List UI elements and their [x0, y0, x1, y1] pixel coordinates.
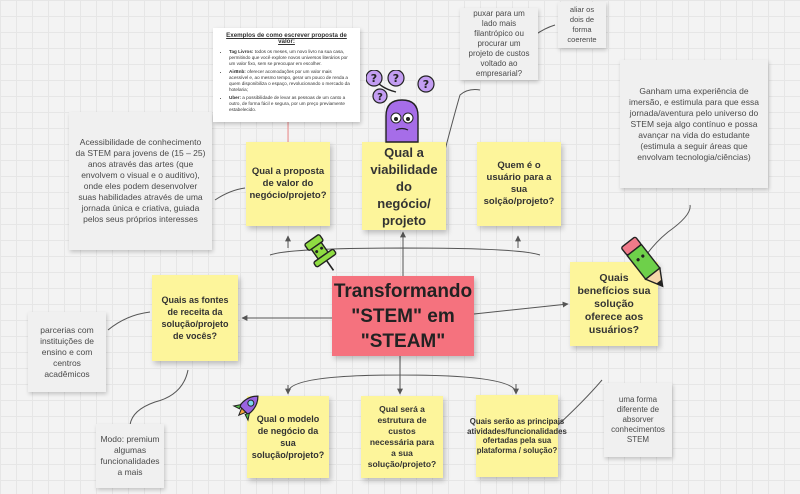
connector-viability-philanthropic: [444, 89, 481, 151]
cost-structure-note[interactable]: Qual será a estrutura de custos necessár…: [361, 396, 443, 478]
value-proposition-text: Qual a proposta de valor do negócio/proj…: [249, 166, 327, 201]
accessibility-text: Acessibilidade de conhecimento da STEM p…: [75, 137, 206, 224]
svg-text:?: ?: [393, 72, 399, 85]
align-text: aliar os dois de forma coerente: [567, 5, 597, 44]
example-item: AirBnb: oferecer acomodações por um valo…: [229, 69, 352, 93]
partnerships-text: parcerias com instituições de ensino e c…: [40, 324, 94, 379]
connector-value-accessibility: [214, 187, 246, 201]
experience-text: Ganham uma experiência de imersão, e est…: [629, 85, 759, 162]
connector-to-benefits: [473, 301, 569, 315]
align-card[interactable]: aliar os dois de forma coerente: [558, 2, 606, 48]
value-proposition-note[interactable]: Qual a proposta de valor do negócio/proj…: [246, 142, 330, 226]
svg-text:?: ?: [423, 78, 429, 91]
activities-note[interactable]: Quais serão as principais atividades/fun…: [467, 395, 567, 477]
experience-card[interactable]: Ganham uma experiência de imersão, e est…: [620, 60, 768, 188]
partnerships-card[interactable]: parcerias com instituições de ensino e c…: [28, 312, 106, 392]
benefits-note[interactable]: Quais benefícios sua solução oferece aos…: [570, 262, 658, 346]
connector-activities-absorb: [557, 379, 603, 426]
svg-text:?: ?: [377, 92, 383, 103]
connector-center-bottom: [287, 356, 517, 393]
benefits-text: Quais benefícios sua solução oferece aos…: [577, 271, 651, 336]
cost-structure-text: Qual será a estrutura de custos necessár…: [367, 404, 437, 469]
revenue-text: Quais as fontes de receita da solução/pr…: [161, 295, 229, 341]
connector-revenue-partnerships: [107, 311, 151, 331]
philanthropic-card[interactable]: puxar para um lado mais filantrópico ou …: [460, 8, 538, 80]
absorb-text: uma forma diferente de absorver conhecim…: [611, 395, 665, 444]
business-model-note[interactable]: Qual o modelo de negócio da sua solução/…: [247, 396, 329, 478]
connector-revenue-premium: [129, 369, 189, 426]
viability-text: Qual a viabilidade do negócio/ projeto: [370, 144, 438, 228]
premium-text: Modo: premium algumas funcionalidades a …: [100, 434, 160, 477]
accessibility-card[interactable]: Acessibilidade de conhecimento da STEM p…: [69, 112, 212, 250]
central-topic-text: Transformando "STEM" em "STEAM": [333, 280, 473, 352]
users-text: Quem é o usuário para a sua solção/proje…: [483, 160, 555, 207]
connector-philanthropic-align: [534, 24, 556, 36]
examples-title: Exemplos de como escrever proposta de va…: [226, 32, 347, 45]
examples-list: Tag Livros: todos os meses, um novo livr…: [221, 49, 352, 113]
pushpin-sticker[interactable]: [300, 232, 344, 276]
example-item: Uber: a possibilidade de levar as pessoa…: [229, 95, 352, 113]
viability-note[interactable]: Qual a viabilidade do negócio/ projeto: [362, 142, 446, 230]
premium-card[interactable]: Modo: premium algumas funcionalidades a …: [96, 424, 164, 488]
users-note[interactable]: Quem é o usuário para a sua solção/proje…: [477, 142, 561, 226]
svg-text:?: ?: [371, 72, 377, 85]
philanthropic-text: puxar para um lado mais filantrópico ou …: [468, 9, 530, 78]
central-topic-note[interactable]: Transformando "STEM" em "STEAM": [332, 276, 474, 356]
rocket-sticker[interactable]: [232, 390, 264, 422]
business-model-text: Qual o modelo de negócio da sua solução/…: [251, 414, 325, 460]
absorb-card[interactable]: uma forma diferente de absorver conhecim…: [604, 383, 672, 457]
value-proposition-examples-card[interactable]: Exemplos de como escrever proposta de va…: [213, 28, 360, 122]
revenue-note[interactable]: Quais as fontes de receita da solução/pr…: [152, 275, 238, 361]
pencil-sticker[interactable]: [618, 234, 674, 296]
question-monster-sticker[interactable]: ? ? ? ?: [366, 70, 438, 146]
example-item: Tag Livros: todos os meses, um novo livr…: [229, 49, 352, 67]
activities-text: Quais serão as principais atividades/fun…: [467, 417, 567, 455]
